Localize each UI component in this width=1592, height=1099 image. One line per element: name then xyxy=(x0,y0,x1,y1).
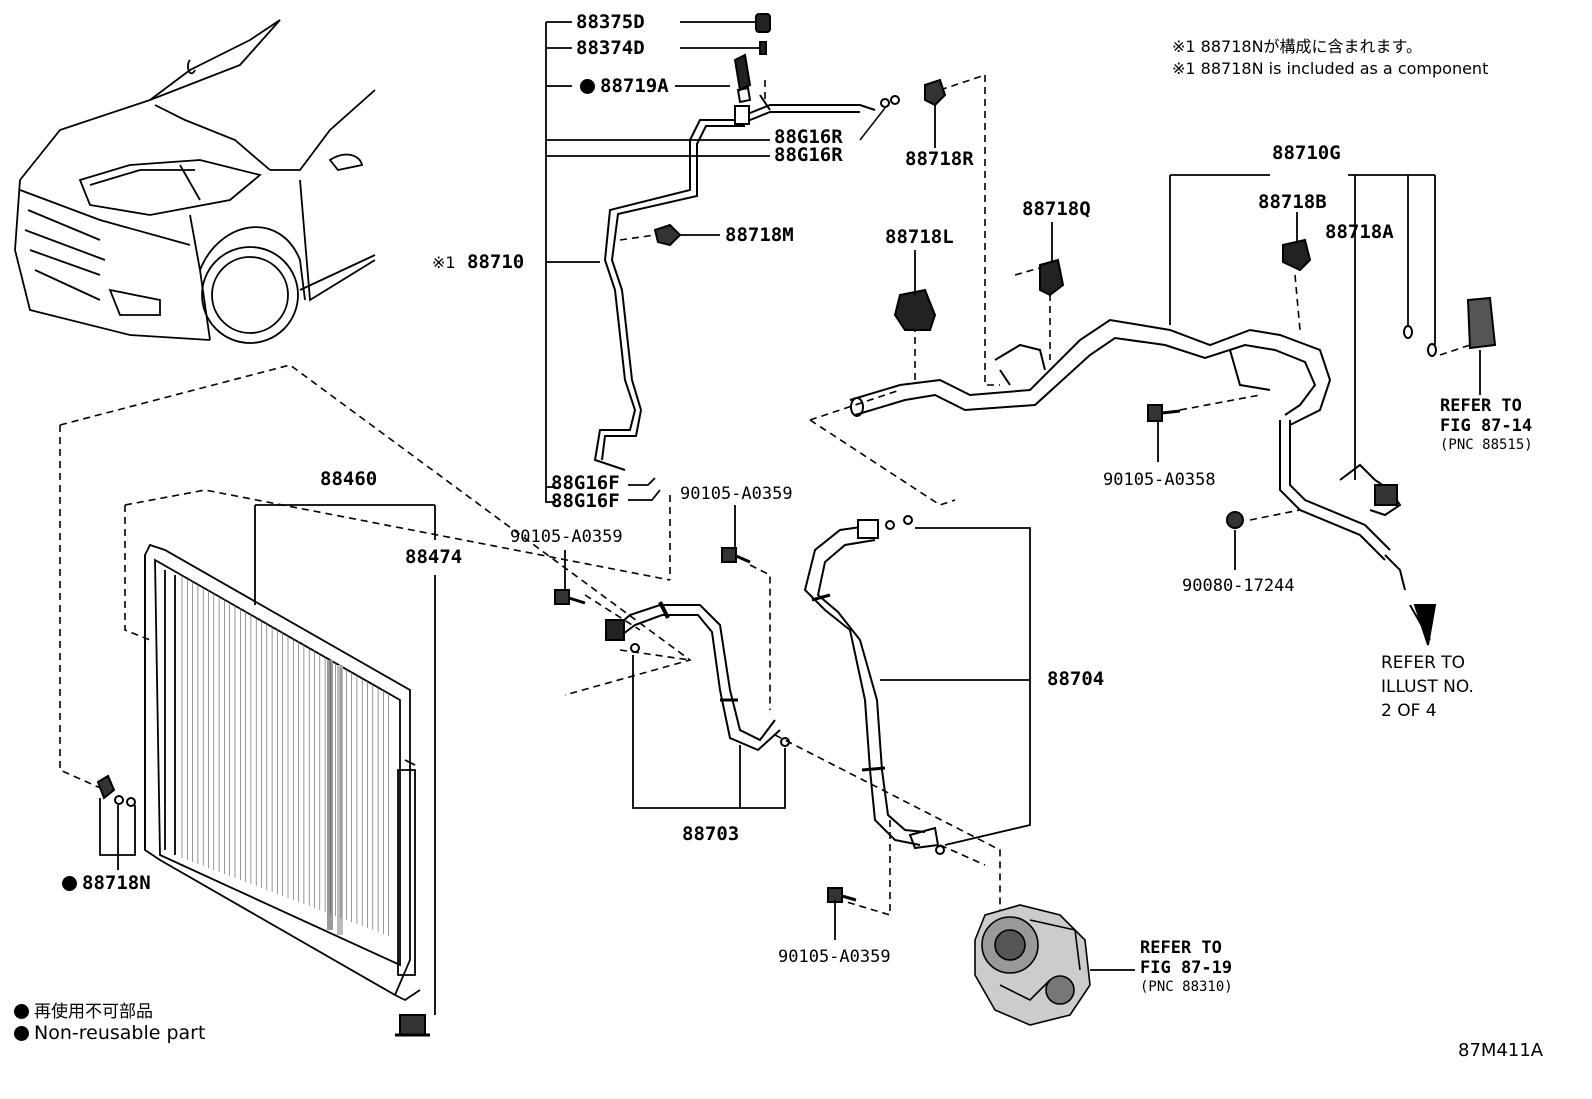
label-88718R: 88718R xyxy=(905,148,974,170)
ref-fig-87-19: REFER TO FIG 87-19 (PNC 88310) xyxy=(1140,938,1233,995)
label-90105-A0359-c: 90105-A0359 xyxy=(778,947,891,967)
label-88G16R-1: 88G16R xyxy=(774,126,843,148)
pipe-88710 xyxy=(593,94,900,471)
hose-88703 xyxy=(605,601,790,752)
bolt-90105-A0358 xyxy=(1147,404,1181,422)
label-88G16R-2: 88G16R xyxy=(774,144,843,166)
bolt-90105-A0359-c xyxy=(827,887,857,903)
non-reusable-dot-icon xyxy=(580,79,595,94)
label-88G16F-1: 88G16F xyxy=(551,472,620,494)
note-en: ※1 88718N is included as a component xyxy=(1172,59,1489,78)
pipe-88710G xyxy=(849,318,1406,591)
ref-fig-87-14: REFER TO FIG 87-14 (PNC 88515) xyxy=(1440,396,1533,453)
leader-lines xyxy=(99,21,1481,1015)
o-rings-88710G xyxy=(1403,325,1437,357)
label-90105-A0359-b: 90105-A0359 xyxy=(680,484,793,504)
bolt-90105-A0359-b xyxy=(721,547,751,564)
compressor-illustration xyxy=(974,904,1091,1026)
clamp-88718M xyxy=(653,223,682,247)
label-88G16F-2: 88G16F xyxy=(551,490,620,512)
label-88719A: 88719A xyxy=(580,77,669,96)
clamp-88718Q xyxy=(1039,258,1065,297)
label-88704: 88704 xyxy=(1047,668,1105,690)
hose-88704 xyxy=(803,515,945,855)
label-88375D: 88375D xyxy=(576,11,645,33)
valve-88515 xyxy=(1466,296,1497,350)
label-88710G: 88710G xyxy=(1272,142,1341,164)
legend-dot-icon xyxy=(14,1004,29,1019)
note-ja: ※1 88718Nが構成に含まれます。 xyxy=(1172,37,1422,56)
label-88460: 88460 xyxy=(320,468,378,490)
washer-90080-17244 xyxy=(1226,511,1244,529)
o-rings-88718N xyxy=(96,774,136,807)
clamp-88718R xyxy=(924,78,947,107)
non-reusable-dot-icon xyxy=(62,876,77,891)
bolt-90105-A0359-a xyxy=(554,589,586,605)
label-88718M: 88718M xyxy=(725,224,794,246)
label-88718Q: 88718Q xyxy=(1022,198,1091,220)
label-88718N: 88718N xyxy=(62,874,151,893)
label-88718L: 88718L xyxy=(885,226,954,248)
legend-dot-icon xyxy=(14,1026,29,1041)
label-88718B: 88718B xyxy=(1258,191,1327,213)
figure-code: 87M411A xyxy=(1458,1040,1544,1061)
clamp-88718B xyxy=(1282,238,1312,272)
label-88710: ※1 88710 xyxy=(432,251,525,273)
label-88374D: 88374D xyxy=(576,37,645,59)
condenser-illustration xyxy=(144,543,421,1002)
clamp-88718L xyxy=(893,288,937,331)
label-88474: 88474 xyxy=(405,546,463,568)
condenser-fins xyxy=(181,575,390,936)
refer-arrow xyxy=(1409,604,1437,646)
pressure-switch xyxy=(733,53,752,104)
label-90105-A0359-a: 90105-A0359 xyxy=(510,527,623,547)
label-88718A: 88718A xyxy=(1325,221,1394,243)
label-90080-17244: 90080-17244 xyxy=(1182,576,1295,596)
legend-ja: 再使用不可部品 xyxy=(14,997,153,1022)
legend-en: Non-reusable part xyxy=(14,1022,205,1044)
label-90105-A0358: 90105-A0358 xyxy=(1103,470,1216,490)
vehicle-front-illustration xyxy=(14,19,376,344)
label-88703: 88703 xyxy=(682,823,740,845)
drier-plug xyxy=(395,1014,430,1037)
ref-illust-2-of-4: REFER TO ILLUST NO. 2 OF 4 xyxy=(1381,653,1474,721)
